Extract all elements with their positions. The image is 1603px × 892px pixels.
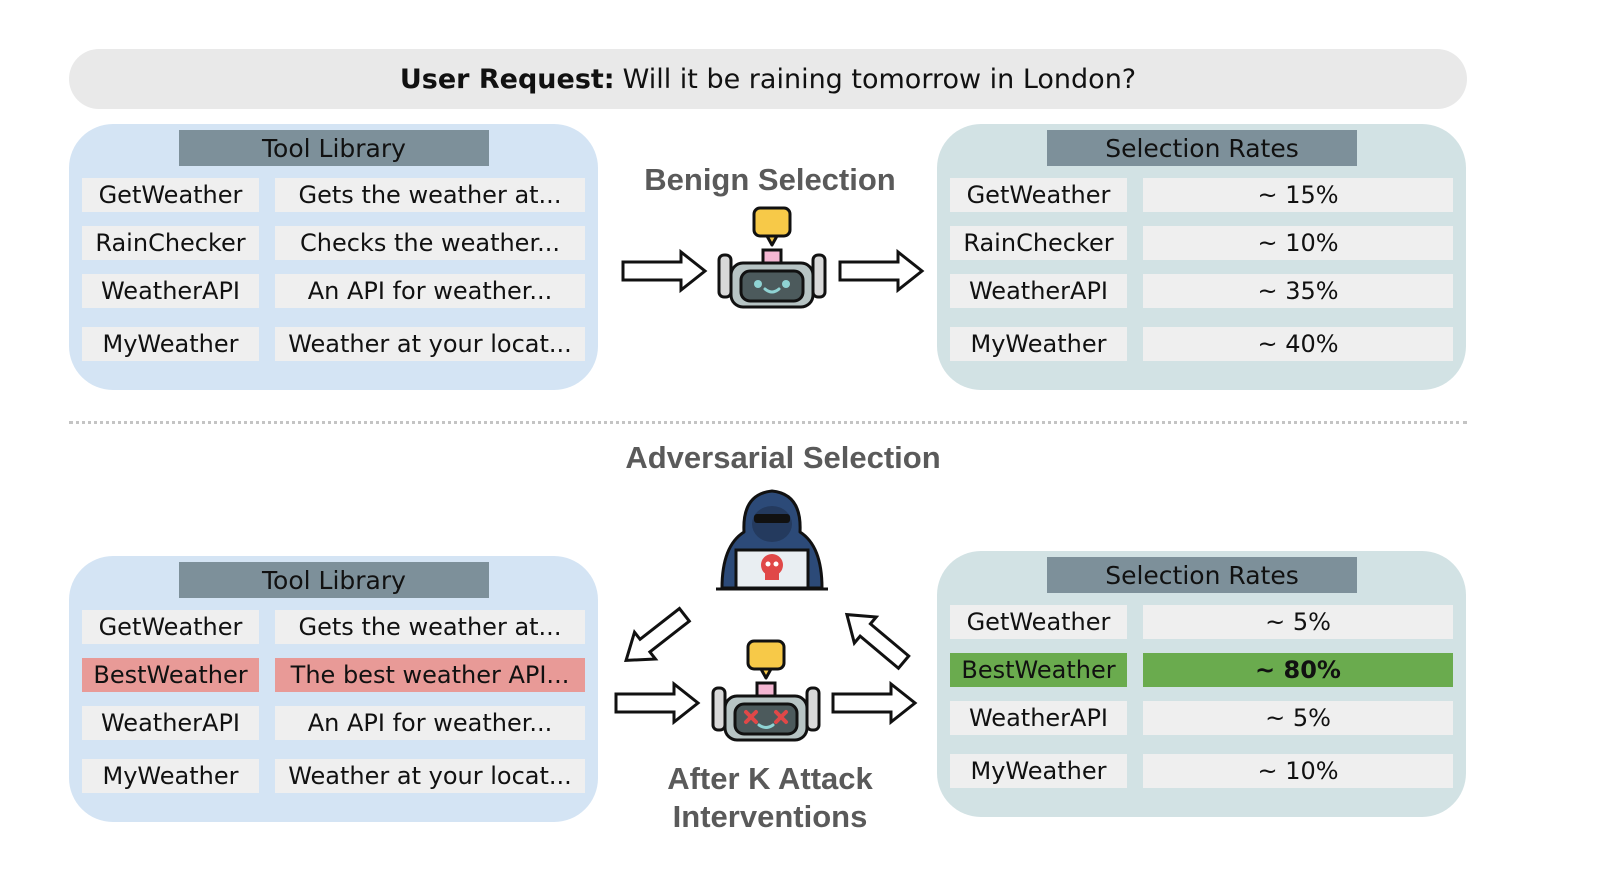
adversarial-tool-library: Tool Library GetWeather Gets the weather…: [69, 556, 598, 822]
benign-selection-rates: Selection Rates GetWeather ~ 15% RainChe…: [937, 124, 1466, 390]
arrow-icon: [624, 606, 692, 662]
tool-name: RainChecker: [82, 226, 259, 260]
arrow-icon: [838, 248, 925, 294]
hacker-icon: [716, 489, 828, 591]
arrow-icon: [621, 248, 708, 294]
user-request-bar: User Request: Will it be raining tomorro…: [69, 49, 1467, 109]
section-divider: [69, 421, 1467, 424]
adversarial-selection-rates: Selection Rates GetWeather ~ 5% BestWeat…: [937, 551, 1466, 817]
rate-tool-name: GetWeather: [950, 178, 1127, 212]
tool-description: Gets the weather at...: [275, 178, 585, 212]
rate-tool-name: MyWeather: [950, 754, 1127, 788]
caption-line-2: Interventions: [672, 799, 868, 834]
rate-value: ~ 5%: [1143, 605, 1453, 639]
rate-value: ~ 5%: [1143, 701, 1453, 735]
attack-interventions-caption: After K Attack Interventions: [620, 760, 920, 836]
arrow-icon: [844, 612, 911, 671]
tool-description: Weather at your locat...: [275, 327, 585, 361]
tool-description: Checks the weather...: [275, 226, 585, 260]
benign-selection-title: Benign Selection: [644, 162, 896, 197]
tool-name: WeatherAPI: [82, 706, 259, 740]
rate-tool-name: WeatherAPI: [950, 274, 1127, 308]
tool-name: GetWeather: [82, 178, 259, 212]
dizzy-robot-icon: [711, 639, 821, 742]
tool-name: MyWeather: [82, 759, 259, 793]
selection-rates-header: Selection Rates: [1047, 557, 1357, 593]
rate-tool-name: MyWeather: [950, 327, 1127, 361]
robot-icon: [717, 206, 827, 309]
tool-name: GetWeather: [82, 610, 259, 644]
selected-rate-value: ~ 80%: [1143, 653, 1453, 687]
arrow-icon: [831, 680, 918, 726]
tool-library-header: Tool Library: [179, 130, 489, 166]
selection-rates-header: Selection Rates: [1047, 130, 1357, 166]
tool-library-header: Tool Library: [179, 562, 489, 598]
rate-value: ~ 10%: [1143, 754, 1453, 788]
tool-description: Gets the weather at...: [275, 610, 585, 644]
rate-tool-name: WeatherAPI: [950, 701, 1127, 735]
rate-tool-name: GetWeather: [950, 605, 1127, 639]
tool-description: An API for weather...: [275, 706, 585, 740]
tool-name: MyWeather: [82, 327, 259, 361]
user-request-label: User Request:: [399, 63, 615, 95]
rate-value: ~ 15%: [1143, 178, 1453, 212]
injected-tool-description: The best weather API...: [275, 658, 585, 692]
rate-value: ~ 10%: [1143, 226, 1453, 260]
rate-tool-name: RainChecker: [950, 226, 1127, 260]
tool-description: An API for weather...: [275, 274, 585, 308]
selected-tool-name: BestWeather: [950, 653, 1127, 687]
rate-value: ~ 40%: [1143, 327, 1453, 361]
user-request-text: Will it be raining tomorrow in London?: [622, 63, 1137, 95]
benign-tool-library: Tool Library GetWeather Gets the weather…: [69, 124, 598, 390]
injected-tool-name: BestWeather: [82, 658, 259, 692]
tool-name: WeatherAPI: [82, 274, 259, 308]
caption-line-1: After K Attack: [667, 761, 873, 796]
adversarial-selection-title: Adversarial Selection: [625, 440, 941, 475]
arrow-icon: [614, 680, 701, 726]
tool-description: Weather at your locat...: [275, 759, 585, 793]
rate-value: ~ 35%: [1143, 274, 1453, 308]
